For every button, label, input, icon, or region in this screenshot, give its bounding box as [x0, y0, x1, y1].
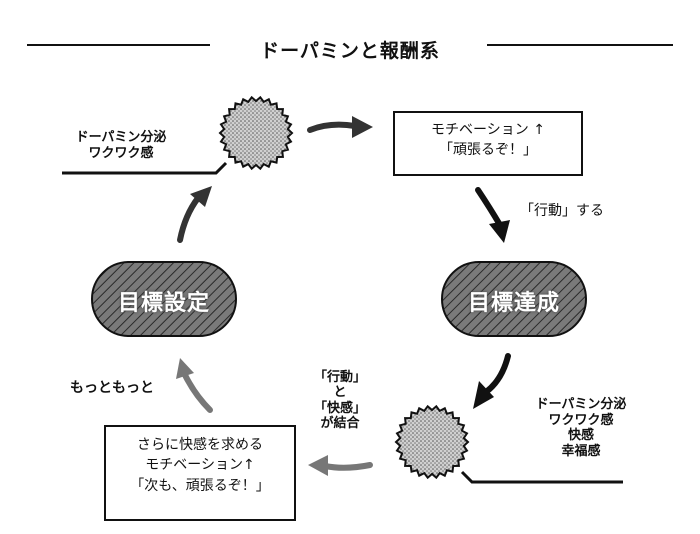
action-label: 「行動」する — [520, 203, 604, 219]
next-motivation-box-line: さらに快感を求める — [137, 437, 263, 453]
dopamine-label-top-line: ドーパミン分泌 — [75, 130, 167, 145]
arrow-next-motivation-to-setting — [176, 358, 213, 413]
dopamine-label-bottom-line: ワクワク感 — [548, 412, 614, 428]
goal-achieved-pill — [441, 261, 587, 337]
combine-label-line: 「快感」 — [313, 400, 366, 416]
motivation-box: モチベーション ↑ 「頑張るぞ！」 — [393, 111, 583, 176]
dopamine-label-top-line: ワクワク感 — [88, 145, 154, 161]
arrow-motivation-to-achieved — [475, 187, 510, 243]
dopamine-label-top: ドーパミン分泌 ワクワク感 — [66, 130, 176, 161]
goal-setting-pill — [91, 261, 237, 337]
arrow-burst-to-next-motivation — [308, 455, 373, 476]
baseline-bottom — [460, 470, 623, 484]
baseline-top — [62, 161, 228, 175]
dopamine-label-bottom: ドーパミン分泌 ワクワク感 快感 幸福感 — [516, 397, 646, 459]
next-motivation-box-line: 「次も、頑張るぞ！」 — [130, 477, 270, 494]
combine-label: 「行動」 と 「快感」 が結合 — [305, 370, 375, 431]
arrow-burst-to-motivation — [307, 116, 373, 138]
more-label: もっともっと — [70, 380, 154, 396]
motivation-box-line: モチベーション ↑ — [431, 122, 545, 138]
next-motivation-box-line: モチベーション↑ — [145, 457, 255, 474]
dopamine-label-bottom-line: 幸福感 — [561, 443, 601, 459]
combine-label-line: が結合 — [320, 415, 360, 431]
motivation-box-line: 「頑張るぞ！」 — [439, 142, 537, 159]
next-motivation-box: さらに快感を求める モチベーション↑ 「次も、頑張るぞ！」 — [104, 425, 296, 521]
dopamine-label-bottom-line: ドーパミン分泌 — [535, 397, 627, 412]
arrow-achieved-to-burst — [473, 353, 511, 409]
combine-label-line: と — [333, 385, 347, 401]
combine-label-line: 「行動」 — [313, 370, 366, 385]
goal-setting-label: 目標設定 — [117, 291, 210, 316]
dopamine-burst-bottom — [394, 404, 470, 480]
dopamine-burst-top — [218, 95, 294, 171]
goal-achieved-label: 目標達成 — [467, 291, 560, 316]
arrow-setting-to-burst — [177, 186, 212, 243]
diagram-title: ドーパミンと報酬系 — [260, 40, 440, 62]
dopamine-label-bottom-line: 快感 — [567, 428, 594, 444]
